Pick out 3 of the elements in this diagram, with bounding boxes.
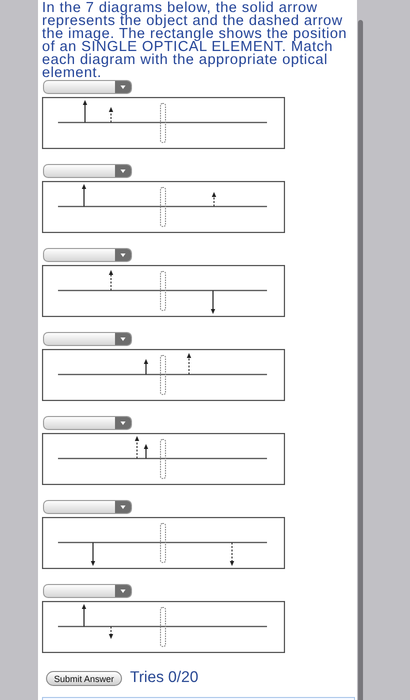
tries-counter: Tries 0/20 [130,669,198,687]
submit-button: Submit Answer [46,671,122,686]
instruction-text: In the 7 diagrams below, the solid arrow represents the object and the dashed arrow the image. The rectangle shows the position of an SINGLE OPTICAL ELEMENT. Match each diagram with the appropriate optical element. [42,2,348,80]
